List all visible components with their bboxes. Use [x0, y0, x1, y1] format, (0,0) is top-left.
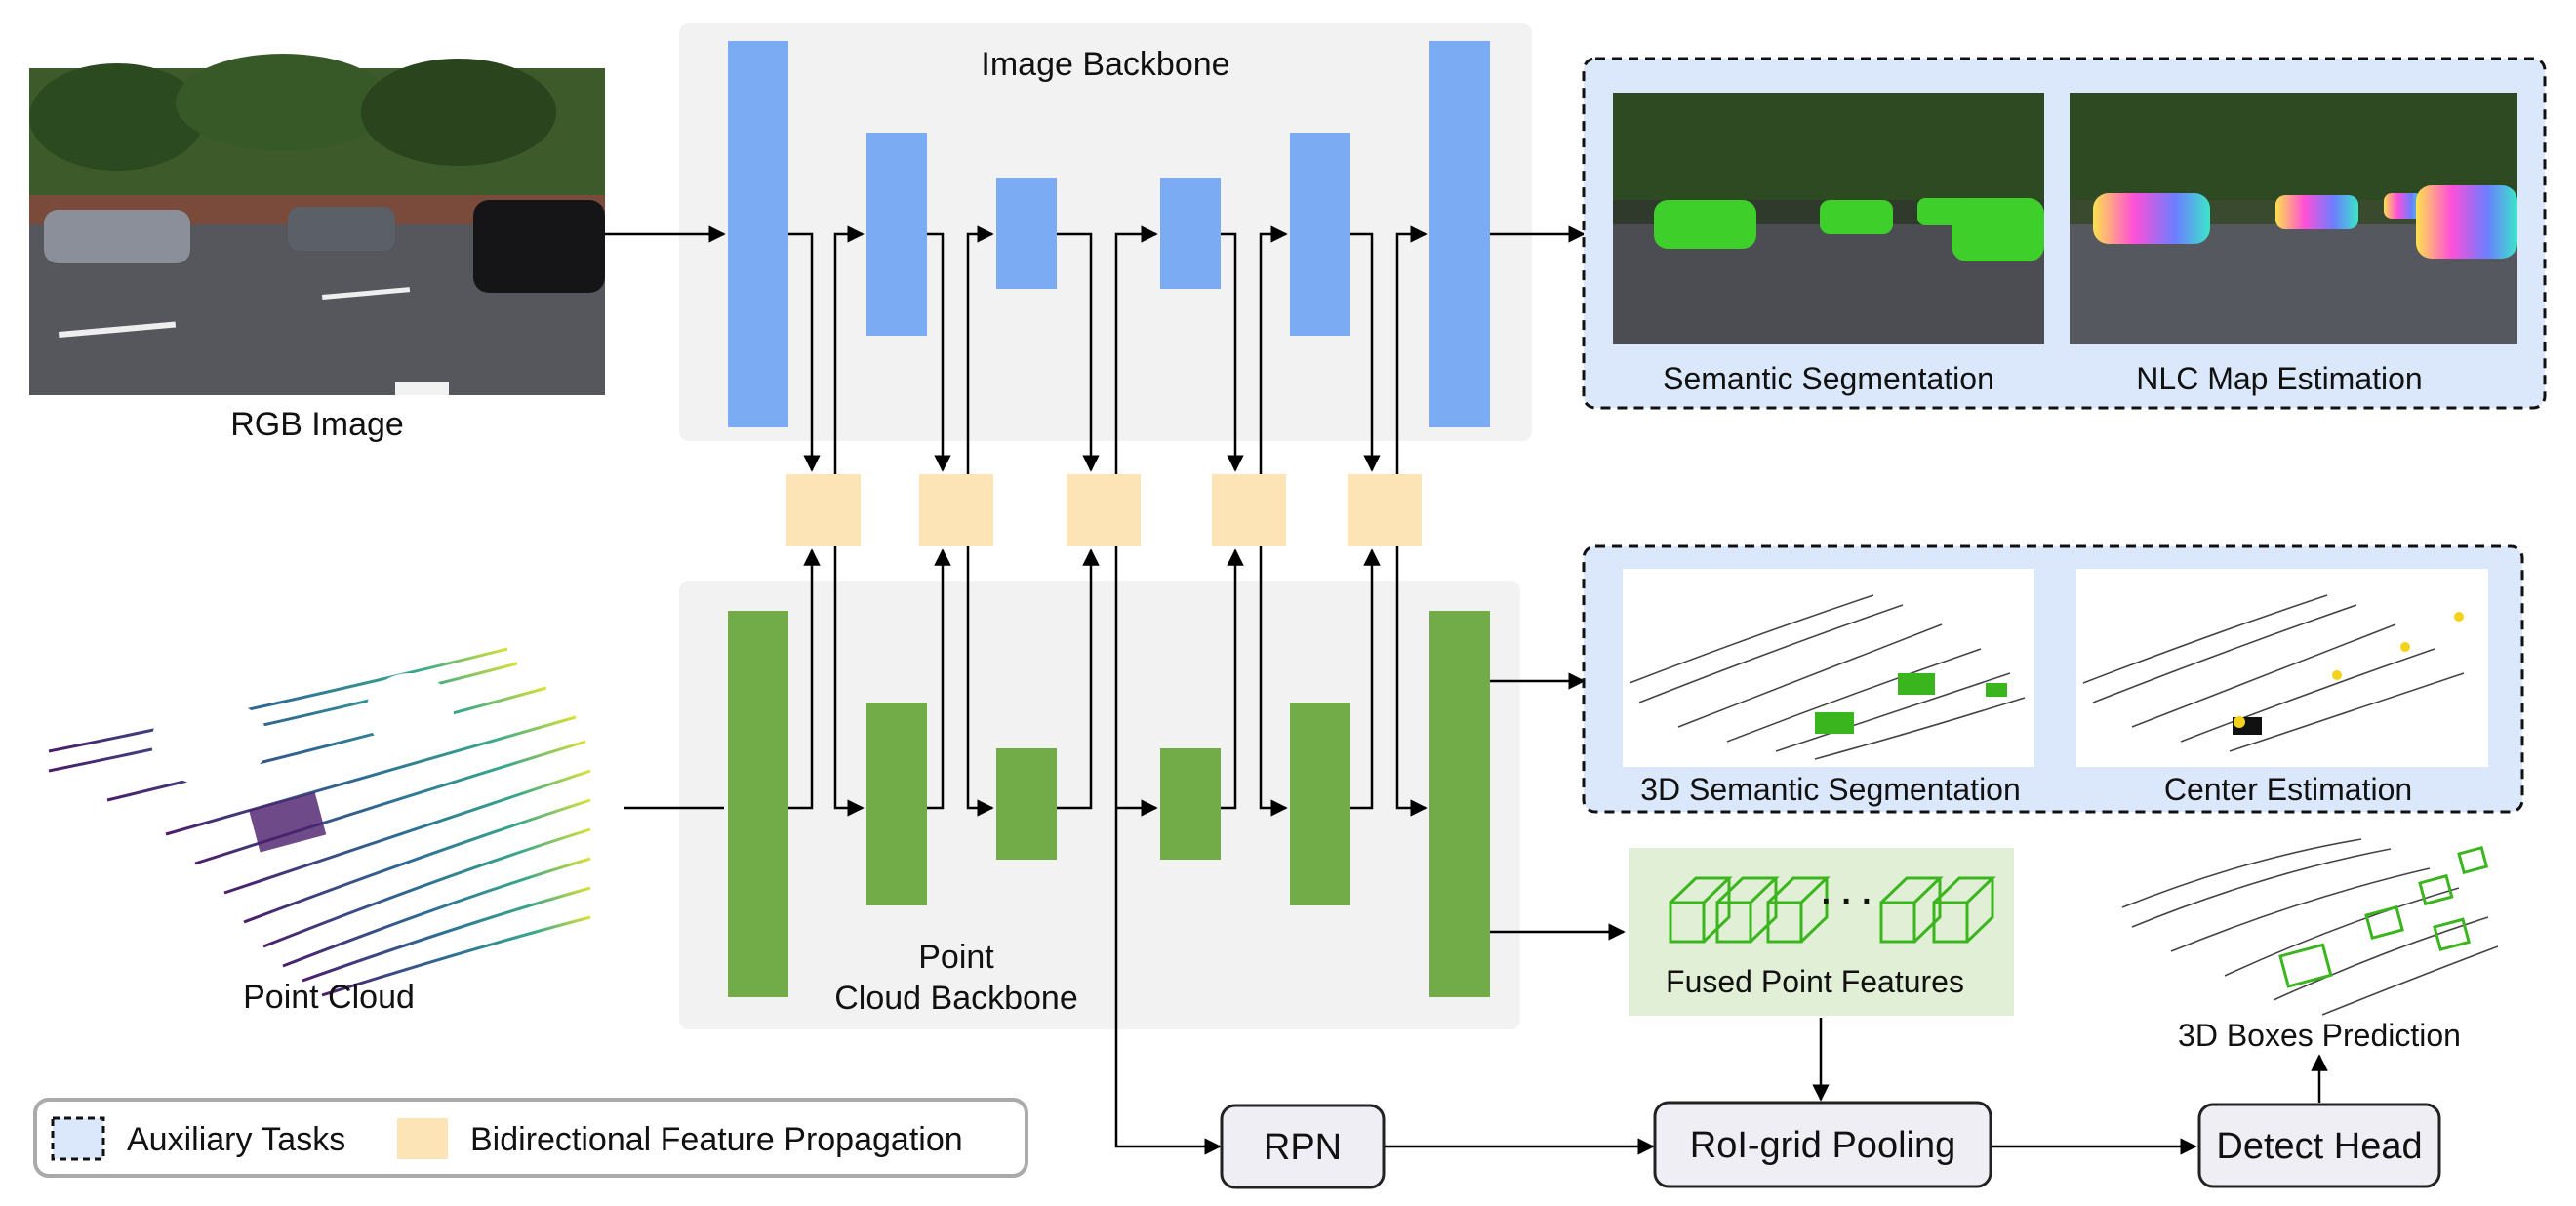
point-backbone-title-line2: Cloud Backbone [834, 980, 1078, 1017]
point-block-3 [996, 748, 1057, 860]
legend-bfp-swatch [397, 1118, 448, 1159]
rgb-image [29, 54, 605, 395]
fusion-blocks [786, 474, 1422, 546]
boxes-prediction-image [2121, 838, 2499, 1016]
point-cloud-visual [48, 647, 591, 997]
image-backbone-blocks [728, 41, 1490, 427]
point-backbone-title-line1: Point [918, 939, 994, 976]
point-block-6 [1429, 611, 1490, 997]
rpn-label: RPN [1264, 1127, 1342, 1168]
fused-ellipsis: · · · [1822, 883, 1873, 920]
image-block-4 [1160, 178, 1221, 289]
image-backbone-panel [679, 23, 1532, 441]
fusion-block-4 [1212, 474, 1286, 546]
semantic-3d-label: 3D Semantic Segmentation [1640, 772, 2021, 807]
roi-pooling-label: RoI-grid Pooling [1690, 1125, 1955, 1166]
image-block-5 [1290, 133, 1350, 336]
legend: Auxiliary Tasks Bidirectional Feature Pr… [33, 1098, 1028, 1178]
image-block-2 [866, 133, 927, 336]
backbone-arrows [605, 225, 2328, 1155]
detect-head-box [2197, 1103, 2441, 1188]
legend-auxiliary-label: Auxiliary Tasks [127, 1121, 345, 1158]
fusion-block-1 [786, 474, 861, 546]
image-block-3 [996, 178, 1057, 289]
image-backbone-title: Image Backbone [981, 46, 1229, 83]
fused-point-features-panel [1629, 848, 2014, 1016]
rpn-box [1220, 1104, 1386, 1189]
point-cloud-label: Point Cloud [243, 979, 415, 1016]
fusion-block-3 [1067, 474, 1141, 546]
point-backbone-panel [679, 581, 1520, 1029]
nlc-map-label: NLC Map Estimation [2136, 361, 2422, 396]
semantic-segmentation-label: Semantic Segmentation [1663, 361, 1994, 396]
center-estimation-label: Center Estimation [2164, 772, 2412, 807]
nlc-map-image [2070, 93, 2517, 344]
fusion-block-2 [919, 474, 993, 546]
point-block-5 [1290, 703, 1350, 905]
legend-bfp-label: Bidirectional Feature Propagation [470, 1121, 963, 1158]
legend-auxiliary-swatch [51, 1116, 105, 1161]
semantic-3d-image [1623, 569, 2034, 767]
boxes-prediction-label: 3D Boxes Prediction [2178, 1018, 2461, 1053]
image-block-1 [728, 41, 788, 427]
point-backbone-blocks [728, 611, 1490, 997]
point-block-4 [1160, 748, 1221, 860]
image-block-6 [1429, 41, 1490, 427]
fused-point-features-label: Fused Point Features [1666, 964, 1964, 999]
semantic-segmentation-image [1613, 93, 2044, 344]
fusion-block-5 [1348, 474, 1422, 546]
roi-pooling-box [1653, 1101, 1992, 1188]
center-estimation-image [2076, 569, 2488, 767]
point-block-1 [728, 611, 788, 997]
point-block-2 [866, 703, 927, 905]
fused-point-features-icon [1669, 876, 1996, 944]
rgb-image-label: RGB Image [230, 406, 404, 443]
detect-head-label: Detect Head [2216, 1126, 2422, 1167]
